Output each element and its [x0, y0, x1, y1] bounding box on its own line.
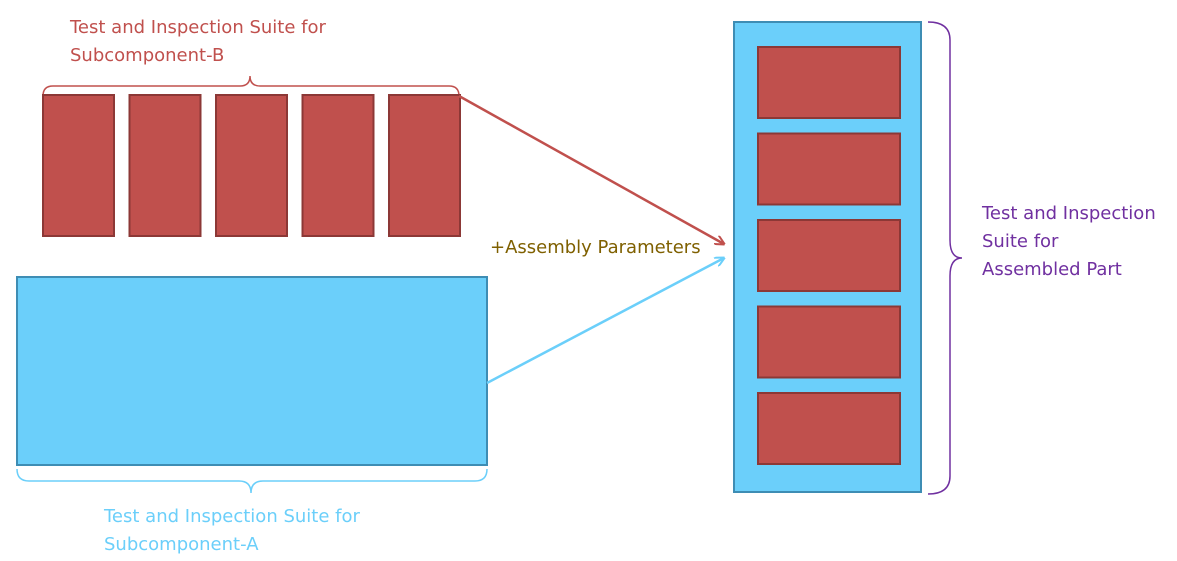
subcomponent-a-brace	[16, 468, 488, 494]
assembled-part-test-block	[757, 219, 901, 292]
assembled-part-test-block	[757, 392, 901, 465]
assembled-part-label-line-2: Suite for	[982, 231, 1059, 252]
assembled-part-test-block	[757, 305, 901, 379]
subcomponent-a-label: Test and Inspection Suite for Subcompone…	[104, 503, 360, 559]
subcomponent-b-label: Test and Inspection Suite for Subcompone…	[70, 14, 326, 70]
assembled-part-label: Test and Inspection Suite for Assembled …	[982, 200, 1156, 284]
assembled-part-label-line-3: Assembled Part	[982, 259, 1122, 280]
subcomponent-b-label-line-1: Test and Inspection Suite for	[70, 17, 326, 38]
assembled-part-brace	[927, 21, 963, 495]
subcomponent-a-label-line-1: Test and Inspection Suite for	[104, 506, 360, 527]
subcomponent-a-label-line-2: Subcomponent-A	[104, 534, 259, 555]
subcomponent-b-tests	[42, 94, 461, 237]
assembled-part-tests	[757, 46, 901, 465]
subcomponent-b-brace	[42, 75, 460, 97]
assembled-part-label-line-1: Test and Inspection	[982, 203, 1156, 224]
arrow-subcomponent-a	[486, 258, 724, 385]
arrow-subcomponent-b	[458, 94, 724, 244]
subcomponent-b-test-block	[215, 94, 288, 237]
assembled-part-test-block	[757, 132, 901, 206]
subcomponent-b-test-block	[301, 94, 375, 237]
assembled-part-test-block	[757, 46, 901, 119]
subcomponent-b-label-line-2: Subcomponent-B	[70, 45, 225, 66]
assembly-parameters-label: +Assembly Parameters	[490, 237, 701, 258]
subcomponent-b-test-block	[128, 94, 202, 237]
subcomponent-b-test-block	[388, 94, 461, 237]
subcomponent-b-test-block	[42, 94, 115, 237]
subcomponent-a-suite	[16, 276, 488, 466]
